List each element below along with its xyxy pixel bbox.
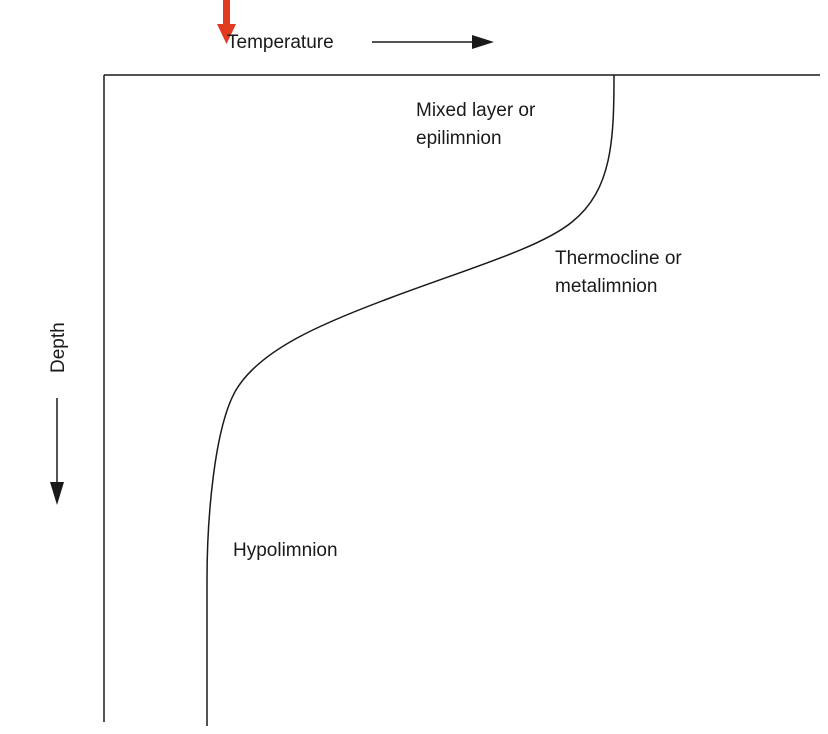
temperature-profile-curve bbox=[206, 74, 615, 726]
y-axis-label: Depth bbox=[48, 322, 69, 373]
thermocline-label-line1: Thermocline or bbox=[555, 248, 682, 269]
arrow-right-icon bbox=[372, 35, 494, 49]
arrow-down-icon bbox=[50, 398, 64, 505]
mixed-layer-label-line1: Mixed layer or bbox=[416, 100, 536, 121]
x-axis-label: Temperature bbox=[227, 32, 334, 53]
hypolimnion-label: Hypolimnion bbox=[233, 540, 338, 561]
red-arrow-down-icon bbox=[217, 0, 236, 44]
mixed-layer-label-line2: epilimnion bbox=[416, 128, 502, 149]
thermocline-label-line2: metalimnion bbox=[555, 276, 657, 297]
